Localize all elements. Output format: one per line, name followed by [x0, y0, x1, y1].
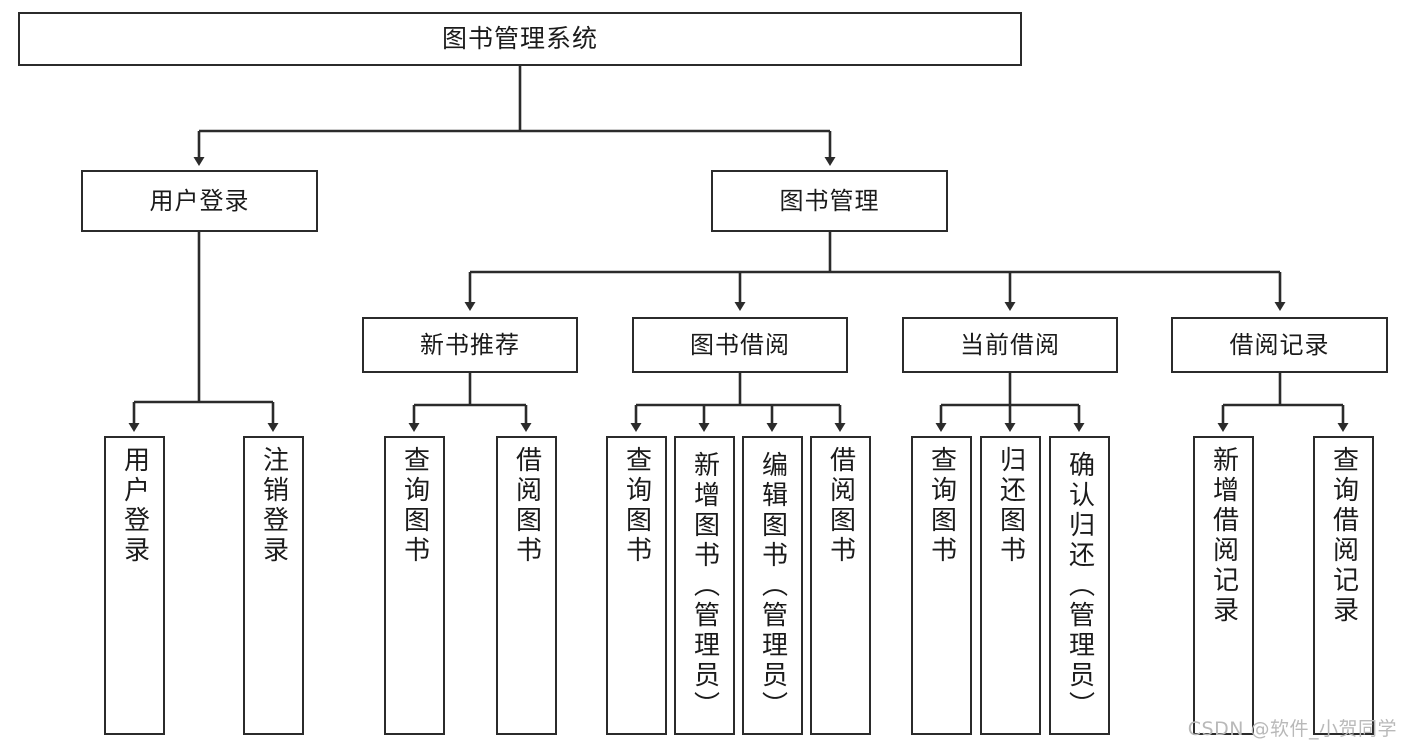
node-label: 新书推荐	[420, 330, 520, 359]
node-label: 当前借阅	[960, 330, 1060, 359]
leaf-current-borrow-query[interactable]: 查询图书	[911, 436, 972, 735]
node-label: 查询图书	[926, 446, 957, 566]
node-label: 归还图书	[995, 446, 1026, 566]
leaf-user-login-logout[interactable]: 注销登录	[243, 436, 304, 735]
leaf-book-borrow-borrow[interactable]: 借阅图书	[810, 436, 871, 735]
leaf-borrow-record-add[interactable]: 新增借阅记录	[1193, 436, 1254, 735]
node-label: 新增图书（管理员）	[689, 450, 720, 721]
leaf-book-borrow-add[interactable]: 新增图书（管理员）	[674, 436, 735, 735]
node-label: 图书借阅	[690, 330, 790, 359]
leaf-user-login-login[interactable]: 用户登录	[104, 436, 165, 735]
node-book-borrow[interactable]: 图书借阅	[632, 317, 848, 373]
node-label: 借阅图书	[825, 446, 856, 566]
node-label: 借阅图书	[511, 446, 542, 566]
leaf-new-book-borrow[interactable]: 借阅图书	[496, 436, 557, 735]
leaf-book-borrow-edit[interactable]: 编辑图书（管理员）	[742, 436, 803, 735]
node-label: 借阅记录	[1229, 330, 1330, 359]
node-label: 用户登录	[119, 446, 150, 566]
node-user-login[interactable]: 用户登录	[81, 170, 318, 232]
node-label: 编辑图书（管理员）	[757, 450, 788, 721]
node-label: 查询借阅记录	[1328, 446, 1359, 626]
node-label: 用户登录	[149, 186, 250, 215]
leaf-current-borrow-confirm-return[interactable]: 确认归还（管理员）	[1049, 436, 1110, 735]
node-borrow-record[interactable]: 借阅记录	[1171, 317, 1388, 373]
node-label: 查询图书	[399, 446, 430, 566]
node-root-system[interactable]: 图书管理系统	[18, 12, 1022, 66]
node-label: 图书管理系统	[441, 24, 598, 54]
csdn-watermark: CSDN @软件_小贺同学	[1187, 718, 1397, 740]
node-current-borrow[interactable]: 当前借阅	[902, 317, 1118, 373]
leaf-borrow-record-query[interactable]: 查询借阅记录	[1313, 436, 1374, 735]
leaf-book-borrow-query[interactable]: 查询图书	[606, 436, 667, 735]
leaf-new-book-query[interactable]: 查询图书	[384, 436, 445, 735]
node-label: 查询图书	[621, 446, 652, 566]
node-label: 图书管理	[779, 186, 880, 215]
node-book-management[interactable]: 图书管理	[711, 170, 948, 232]
node-new-book-recommend[interactable]: 新书推荐	[362, 317, 578, 373]
node-label: 确认归还（管理员）	[1064, 450, 1095, 721]
node-label: 新增借阅记录	[1208, 446, 1239, 626]
leaf-current-borrow-return[interactable]: 归还图书	[980, 436, 1041, 735]
node-label: 注销登录	[258, 446, 289, 566]
